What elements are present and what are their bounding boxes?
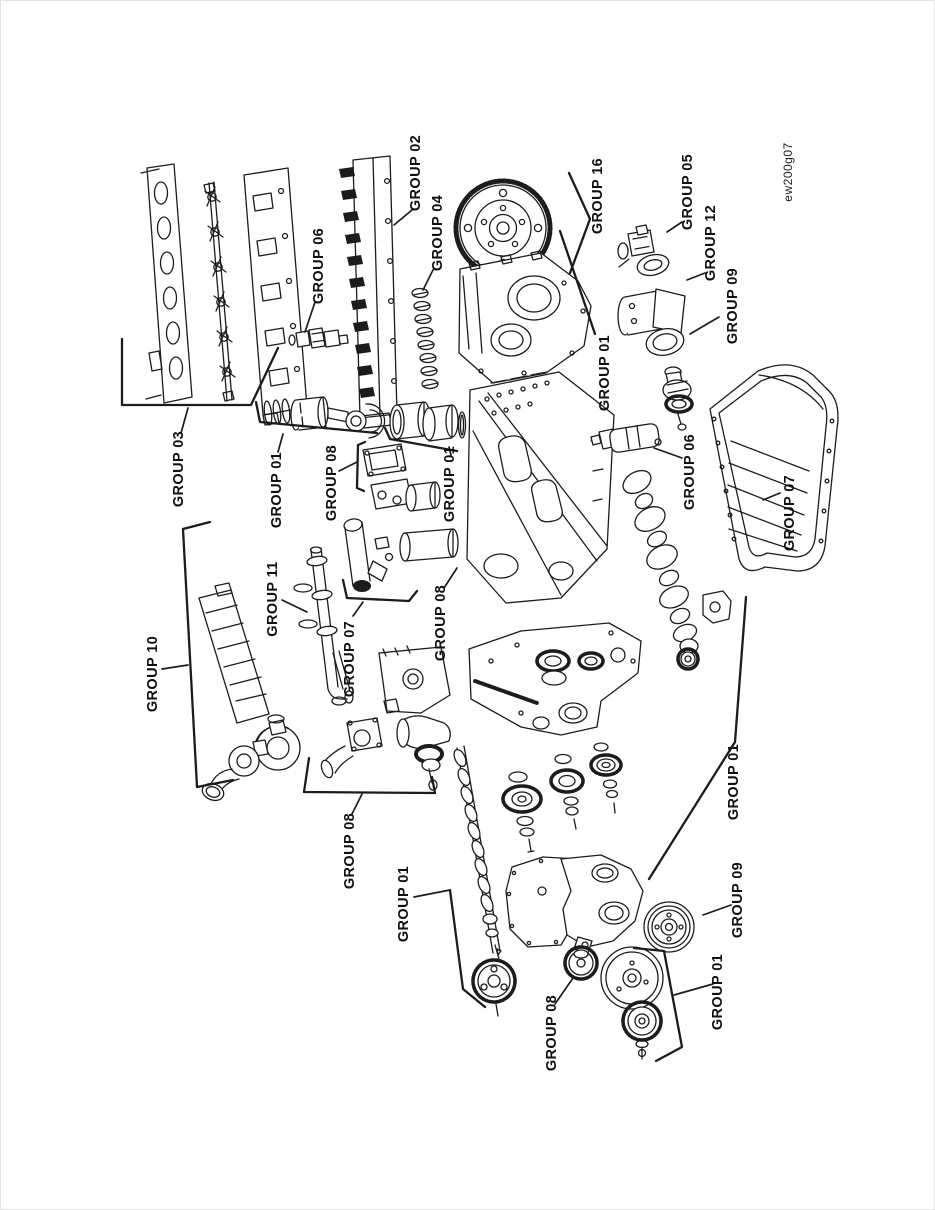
piston-rod-assembly <box>263 396 386 439</box>
fuel-injector <box>288 327 349 349</box>
callout-group-02: GROUP 02 <box>408 134 424 212</box>
cylinder-liners <box>389 401 467 442</box>
callout-group-01-piston: GROUP 01 <box>269 451 285 529</box>
water-pipe <box>293 546 354 706</box>
callout-group-01-front: GROUP 01 <box>726 743 742 821</box>
callout-group-11: GROUP 11 <box>265 561 281 637</box>
callout-group-09-pulley: GROUP 09 <box>730 861 746 939</box>
group01-front-bracket <box>647 595 748 881</box>
group03-bracket <box>120 337 280 407</box>
camshaft <box>453 745 517 1017</box>
callout-group-12: GROUP 12 <box>703 204 719 282</box>
idler-gears <box>501 742 623 853</box>
figure-code: ew200g07 <box>781 142 795 202</box>
callout-group-07-pan: GROUP 07 <box>782 474 798 552</box>
rear-adapter <box>702 590 732 624</box>
callout-group-07-fill: GROUP 07 <box>342 620 358 698</box>
fuel-supply-pump <box>617 224 670 277</box>
callout-group-08-gear: GROUP 08 <box>544 994 560 1072</box>
crankshaft <box>622 469 700 671</box>
turbocharger <box>201 714 301 802</box>
callout-group-06-injector: GROUP 06 <box>311 227 327 305</box>
flywheel-housing <box>458 250 592 384</box>
engine-block <box>466 371 615 604</box>
vibration-damper <box>600 946 664 1060</box>
front-plate <box>468 622 642 736</box>
group08-pump-bracket <box>302 756 437 795</box>
callout-group-01-block: GROUP 01 <box>597 334 613 412</box>
crank-pulley <box>643 901 695 953</box>
water-pump <box>396 715 451 791</box>
oil-pan <box>709 364 839 572</box>
water-outlet-elbow <box>320 717 383 779</box>
cylinder-head <box>243 167 308 426</box>
intake-manifold <box>198 582 270 724</box>
power-steering-pump <box>662 366 694 431</box>
callout-group-03: GROUP 03 <box>171 430 187 508</box>
callout-group-01-damper: GROUP 01 <box>710 953 726 1031</box>
callout-group-01-camshaft: GROUP 01 <box>396 865 412 943</box>
oil-filter <box>590 423 662 453</box>
group01-liner-bracket <box>383 426 459 453</box>
group10-bracket <box>181 520 235 789</box>
injection-pump-rail <box>339 155 398 429</box>
valve-springs <box>411 287 439 390</box>
callout-group-10: GROUP 10 <box>145 635 161 713</box>
group01-piston-bracket <box>254 400 379 435</box>
callout-group-16: GROUP 16 <box>590 157 606 235</box>
callout-group-01-liners: GROUP 01 <box>442 445 458 523</box>
timing-cover <box>505 854 644 954</box>
leader-lines <box>161 171 781 1009</box>
oil-fill-tube <box>343 518 394 592</box>
callout-group-08-core: GROUP 08 <box>433 584 449 662</box>
callout-group-08-cooler: GROUP 08 <box>324 444 340 522</box>
rocker-arm-assembly <box>203 181 236 402</box>
valve-cover <box>140 163 193 404</box>
callout-group-04: GROUP 04 <box>430 194 446 272</box>
callout-group-08-waterpump: GROUP 08 <box>342 812 358 890</box>
fuel-injection-pump <box>617 288 686 356</box>
thermostat-housing <box>378 645 451 714</box>
oil-pump-gear <box>563 945 599 981</box>
group01-damper-bracket <box>632 946 684 1063</box>
callout-group-06-filter: GROUP 06 <box>682 433 698 511</box>
oil-cooler <box>362 443 459 562</box>
callout-group-05: GROUP 05 <box>680 153 696 231</box>
group07-fill-bracket <box>341 578 419 603</box>
callout-group-09-pump: GROUP 09 <box>725 267 741 345</box>
